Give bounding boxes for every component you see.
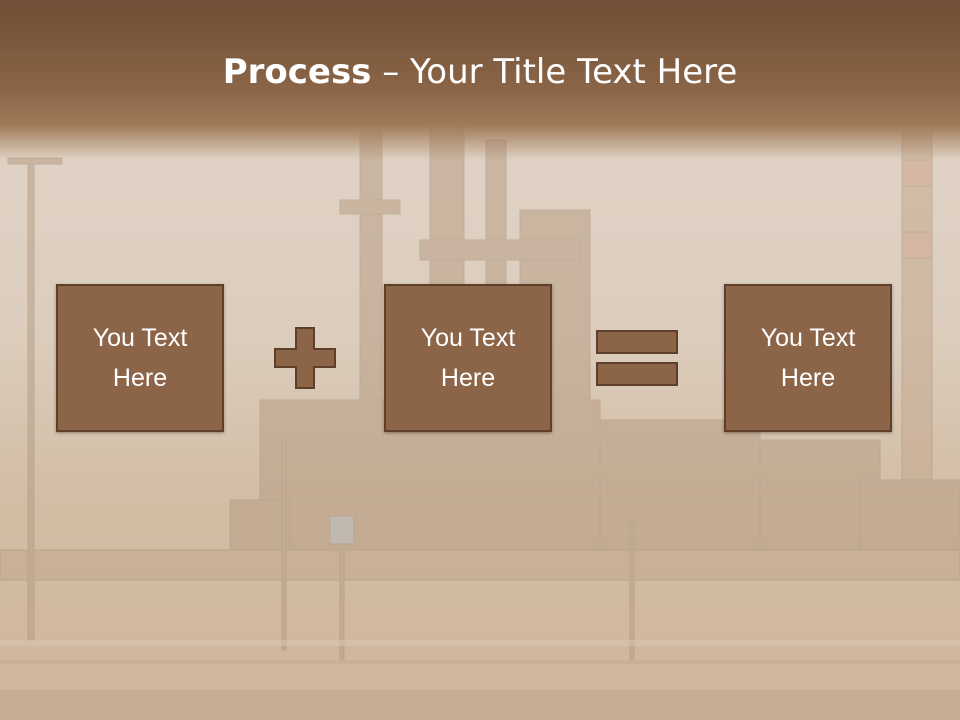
slide-title: Process – Your Title Text Here [0,52,960,92]
process-box-3[interactable]: You Text Here [724,284,892,432]
title-band [0,0,960,160]
process-box-2[interactable]: You Text Here [384,284,552,432]
title-bold: Process [222,52,372,92]
plus-icon [274,327,336,389]
process-box-1[interactable]: You Text Here [56,284,224,432]
title-rest: – Your Title Text Here [371,52,738,92]
equals-icon [596,330,678,386]
